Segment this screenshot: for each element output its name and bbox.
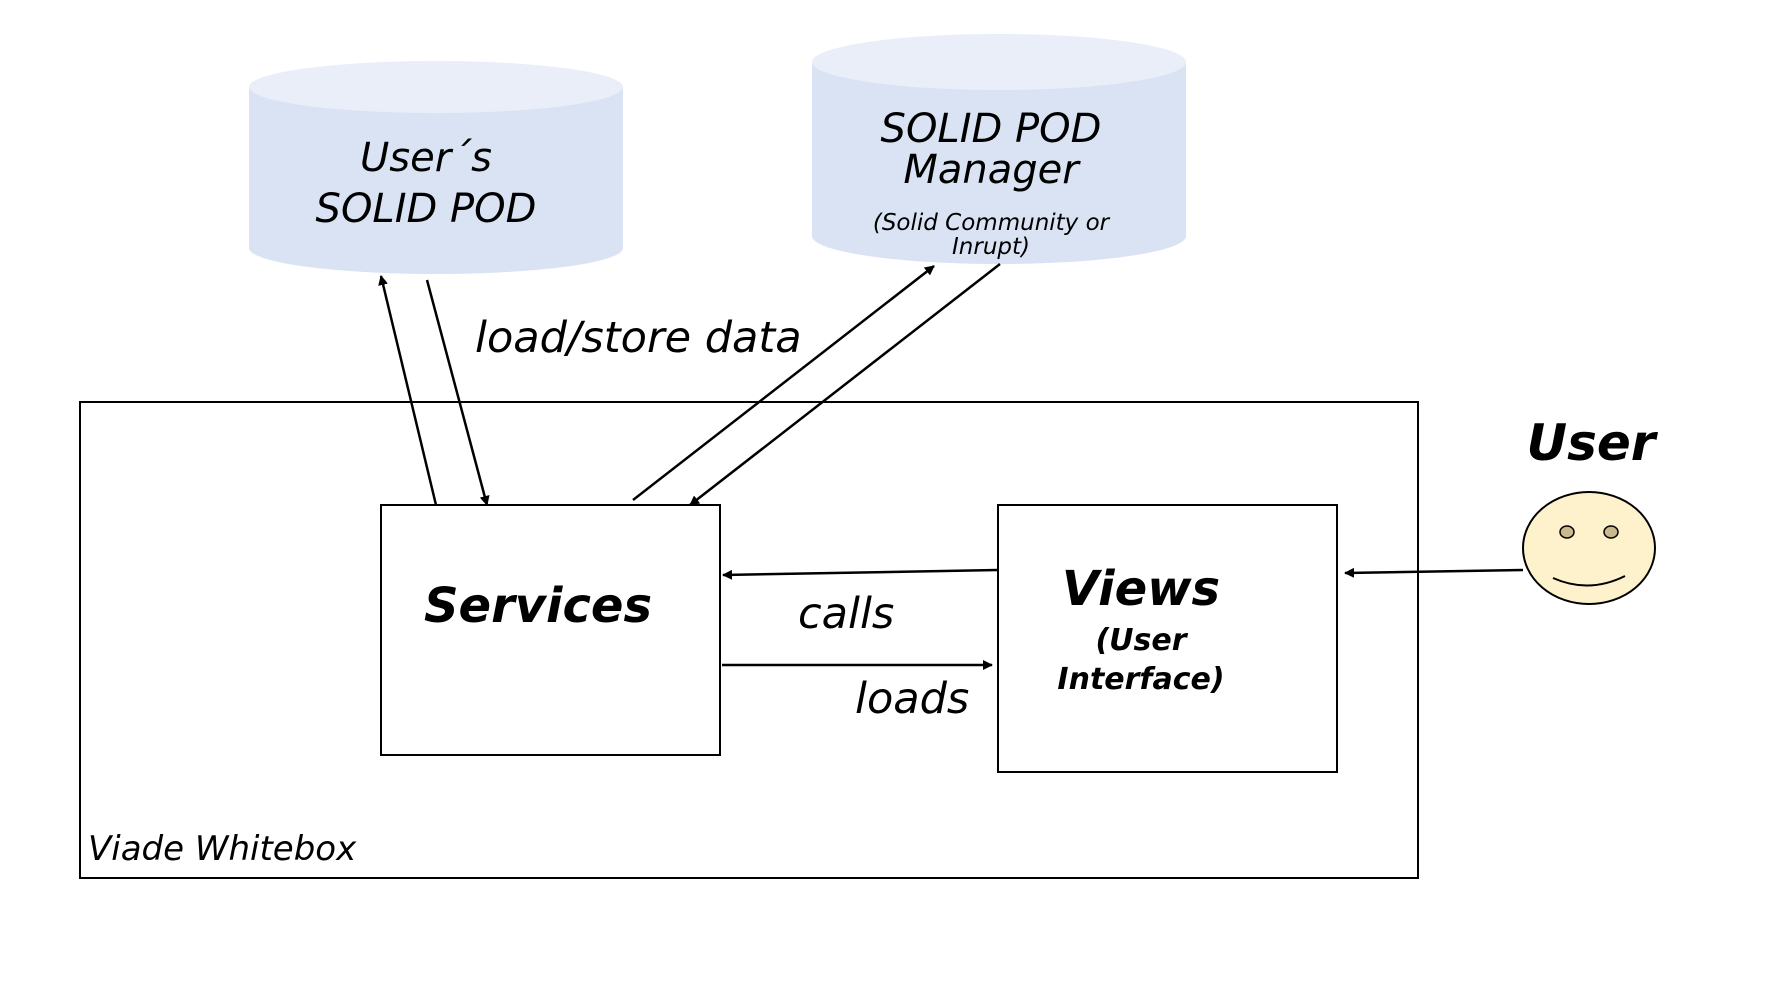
whitebox-boundary: [79, 401, 1419, 879]
views-title: Views: [1062, 561, 1220, 617]
user-smiley-icon: [1522, 491, 1656, 605]
arrow-views-to-services: [722, 568, 999, 580]
pod-manager-note-line2: Inrupt): [952, 234, 1030, 260]
arrow-services-to-user-pod: [378, 275, 438, 506]
arrow-user-to-views: [1344, 567, 1524, 578]
calls-label: calls: [798, 589, 894, 639]
user-pod-label-line1: User´s: [360, 135, 492, 181]
views-subtitle-line1: (User: [1095, 623, 1188, 658]
arrow-user-pod-to-services: [425, 279, 490, 506]
pod-manager-label-line2: Manager: [903, 147, 1081, 193]
views-subtitle-line2: Interface): [1057, 662, 1224, 697]
arrow-services-to-pod-manager: [632, 265, 935, 501]
user-pod-label-line2: SOLID POD: [316, 186, 537, 232]
user-solid-pod-cylinder: User´s SOLID POD: [249, 61, 623, 274]
load-store-data-label: load/store data: [475, 313, 802, 363]
whitebox-label: Viade Whitebox: [88, 829, 357, 869]
services-box: [380, 504, 721, 756]
services-label: Services: [424, 578, 652, 634]
arrow-pod-manager-to-services: [689, 263, 1001, 506]
user-label: User: [1527, 414, 1659, 472]
pod-manager-label-line1: SOLID POD: [881, 106, 1102, 152]
pod-manager-note-line1: (Solid Community or: [873, 210, 1111, 236]
solid-pod-manager-cylinder: SOLID POD Manager (Solid Community or In…: [812, 34, 1186, 264]
loads-label: loads: [855, 674, 969, 724]
views-box: [997, 504, 1338, 773]
